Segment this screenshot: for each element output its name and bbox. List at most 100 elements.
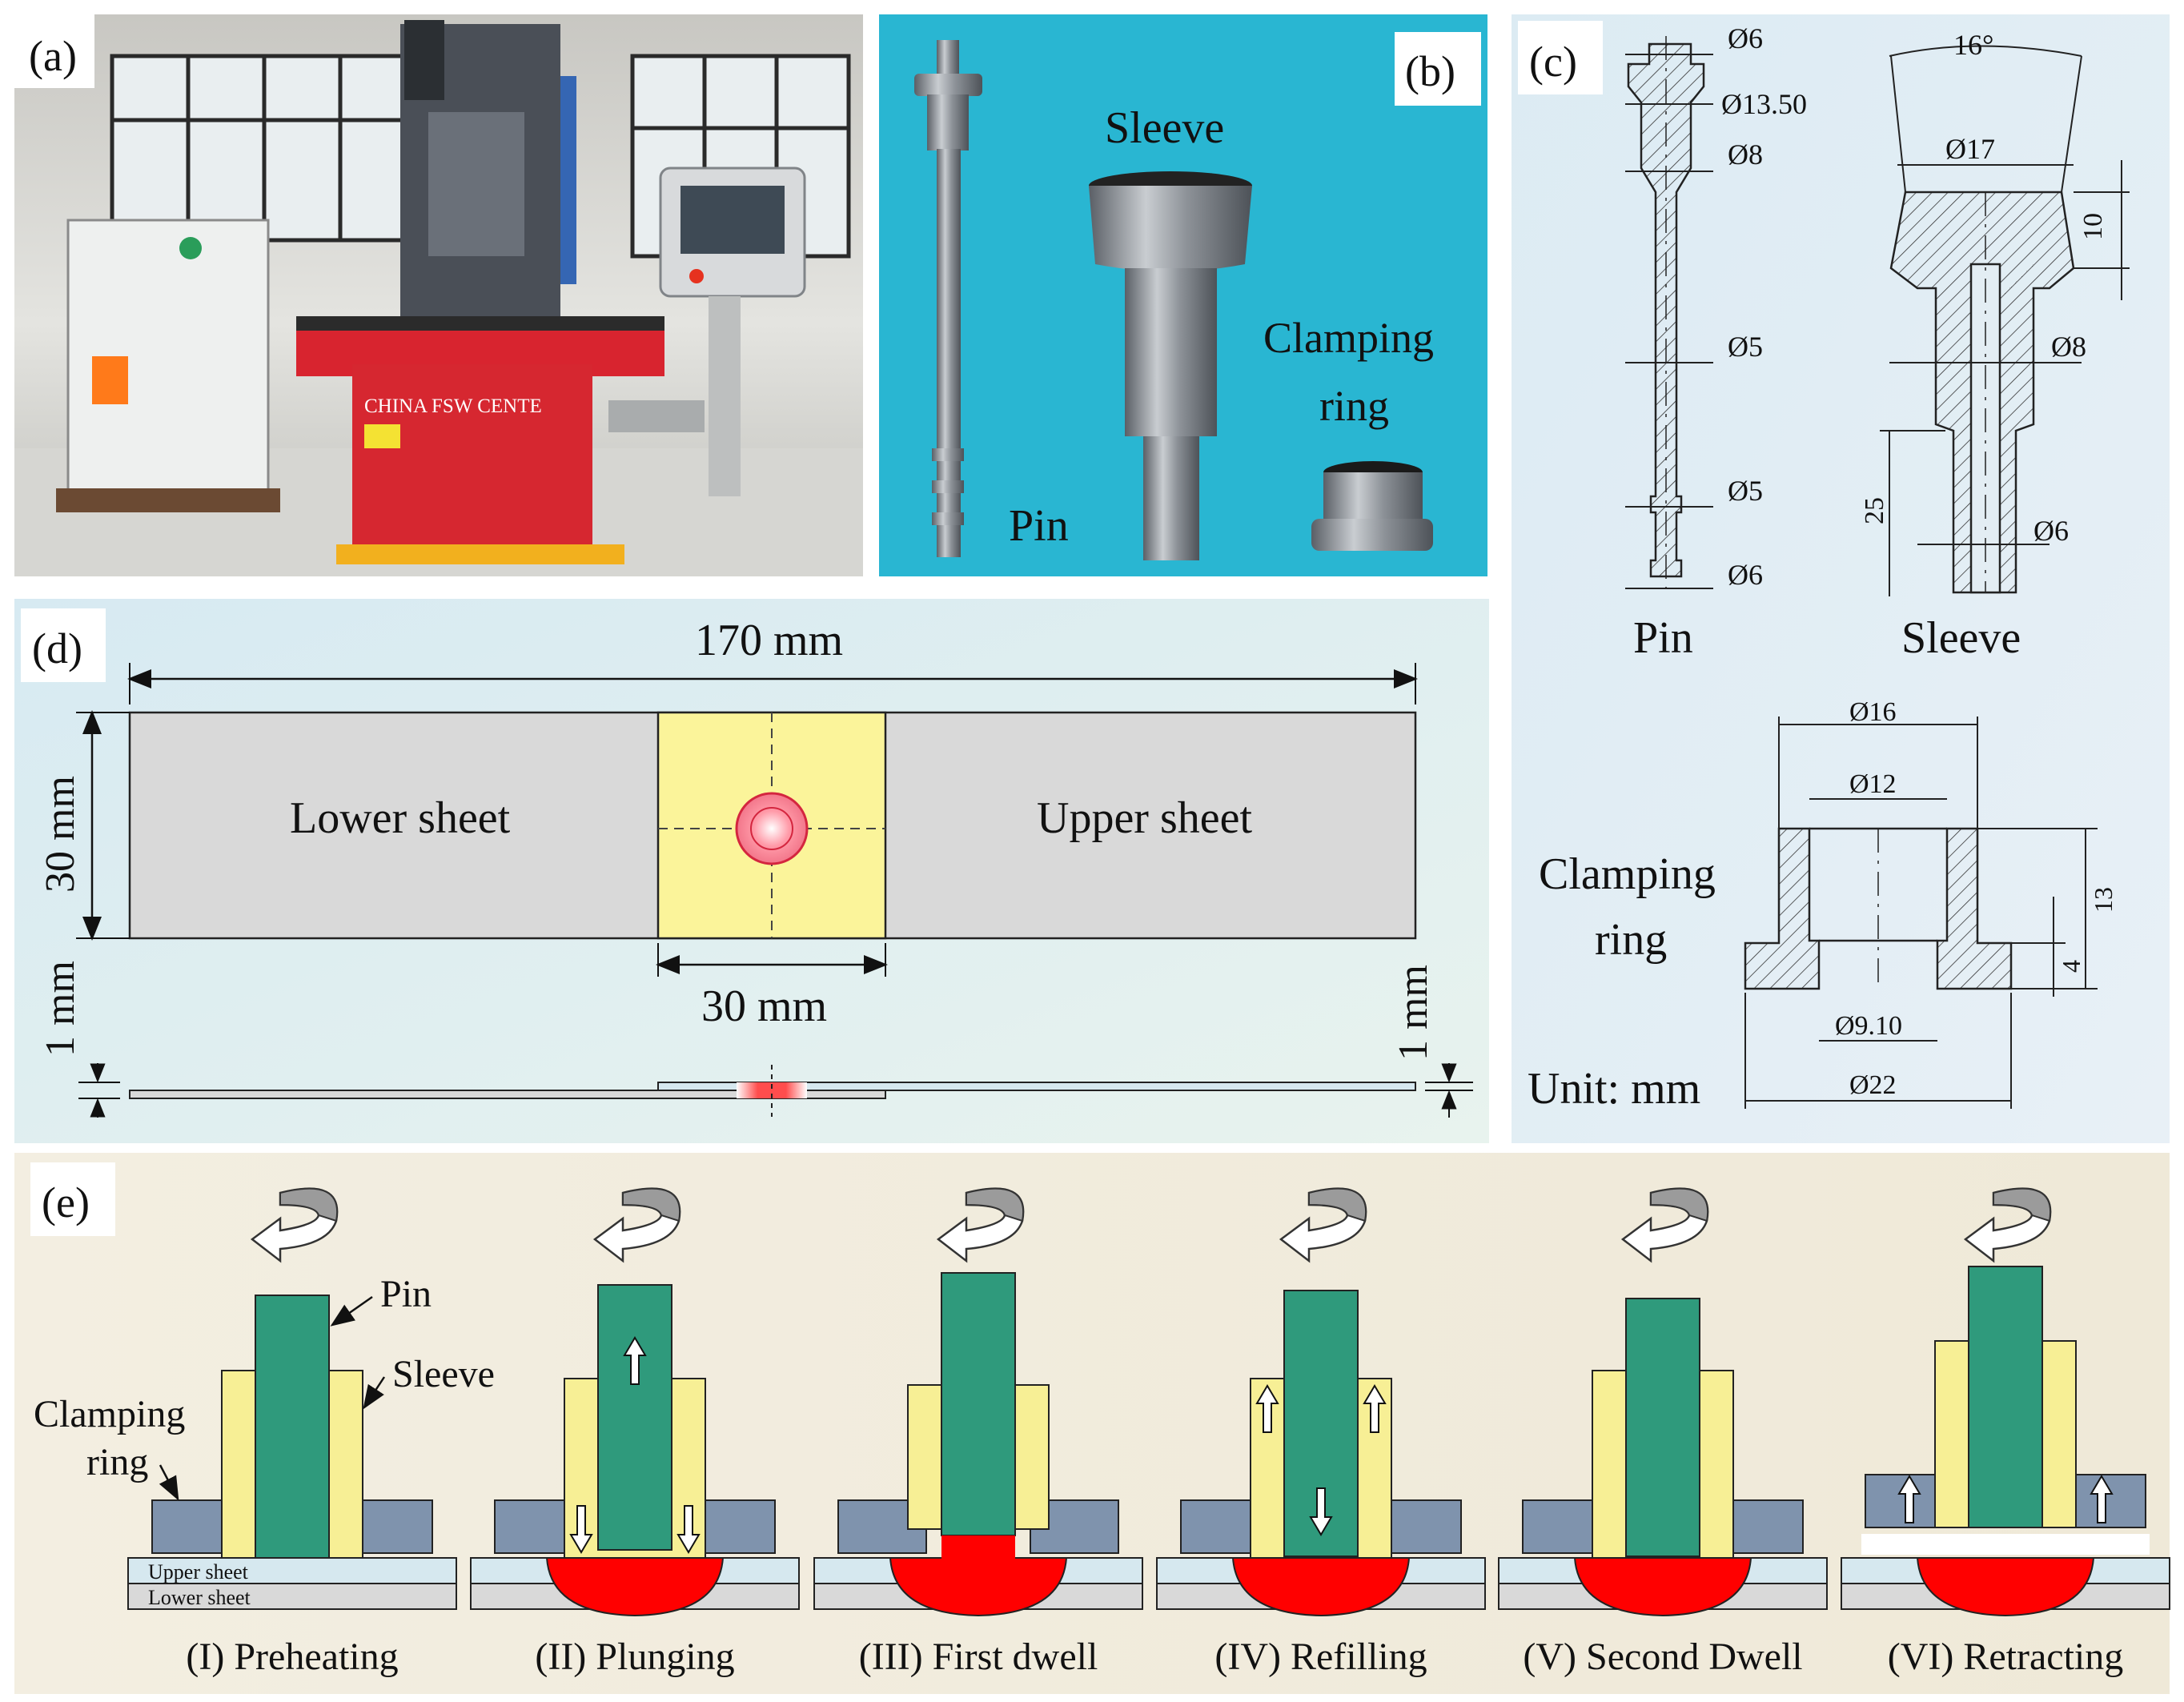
width-label: 30 mm	[38, 776, 83, 893]
callout-sleeve: Sleeve	[392, 1353, 495, 1395]
pin	[941, 1272, 1016, 1536]
machine-banner: CHINA FSW CENTE	[364, 395, 542, 417]
callout-clamping: Clamping	[34, 1393, 185, 1435]
rotation-arrow-shade	[279, 1187, 339, 1222]
label-sleeve: Sleeve	[1105, 103, 1224, 153]
ring-dim-5: Ø22	[1849, 1070, 1897, 1100]
weld-zone	[1573, 1557, 1752, 1617]
sleeve-up-arrow-right	[1363, 1384, 1387, 1433]
stage-caption: (IV) Refilling	[1214, 1636, 1427, 1678]
pin-drawing	[1627, 36, 1705, 588]
ring-caption-1: Clamping	[1539, 849, 1716, 899]
weld-spot	[735, 792, 809, 865]
panel-d-label: (d)	[32, 624, 82, 672]
stage-caption: (III) First dwell	[859, 1636, 1098, 1678]
sleeve-down-arrow-right	[676, 1505, 701, 1554]
sleeve-dim-2: 10	[2078, 213, 2108, 240]
pin-caption: Pin	[1633, 613, 1693, 663]
weld-zone	[1916, 1557, 2095, 1617]
upper-sheet-label: Upper sheet	[1037, 793, 1252, 843]
upper-sheet	[127, 1557, 457, 1584]
pin-dim-5: Ø6	[1728, 559, 1763, 591]
rotation-arrow-shade	[1308, 1187, 1367, 1222]
sleeve-dim-1: Ø17	[1945, 133, 1995, 165]
rotation-arrow-shade	[966, 1187, 1025, 1222]
sleeve-dimensions	[1880, 45, 2130, 596]
pin	[255, 1295, 330, 1559]
sleeve-dim-4: 25	[1860, 497, 1889, 524]
stage-caption: (V) Second Dwell	[1523, 1636, 1802, 1678]
thickness-right: 1 mm	[1391, 965, 1436, 1061]
lower-sheet	[127, 1583, 457, 1610]
thickness-left: 1 mm	[38, 961, 83, 1057]
label-pin: Pin	[1009, 501, 1069, 551]
lower-sheet-label: Lower sheet	[290, 793, 511, 843]
stage-caption: (II) Plunging	[535, 1636, 734, 1678]
stage-4: (IV) Refilling	[1156, 1290, 1486, 1678]
sleeve-dim-0: 16°	[1953, 29, 1993, 61]
weld-under-pin	[941, 1535, 1015, 1559]
panel-e-process: (e) (I) Preheating (II) Plunging (III) Fir…	[14, 1153, 2170, 1694]
thickness-marks	[78, 1063, 1473, 1118]
panel-b-photo: (a) (b) Sleeve Clamping ring Pin	[879, 14, 1487, 576]
pin-dim-4: Ø5	[1728, 475, 1763, 507]
rotation-arrow-shade	[1993, 1187, 2052, 1222]
pin-dim-2: Ø8	[1728, 138, 1763, 171]
pin-dim-1: Ø13.50	[1721, 88, 1807, 120]
ring-up-arrow-right	[2090, 1475, 2114, 1523]
pin-dimensions	[1625, 54, 1713, 589]
stage-caption: (I) Preheating	[186, 1636, 398, 1678]
panel-c-label: (c)	[1529, 38, 1577, 86]
label-clamping: Clamping	[1263, 314, 1434, 362]
panel-e-label: (e)	[42, 1178, 90, 1226]
panel-d-specimen: (d) 170 mm Lower sheet Upper sheet 30 mm…	[14, 599, 1489, 1143]
pin-dim-0: Ø6	[1728, 22, 1763, 54]
sleeve-caption: Sleeve	[1901, 613, 2021, 663]
side-view	[129, 1065, 1416, 1117]
gap	[1861, 1534, 2150, 1555]
pin-photo	[914, 40, 982, 557]
stage-6: (VI) Retracting	[1841, 1266, 2170, 1678]
sleeve-dim-3: Ø8	[2051, 331, 2086, 363]
pin-dim-3: Ø5	[1728, 331, 1763, 363]
ring-dim-4: Ø9.10	[1835, 1011, 1902, 1041]
rotation-arrow-shade	[622, 1187, 681, 1222]
sleeve-photo	[1089, 171, 1252, 560]
stage-diagrams: (I) Preheating (II) Plunging (III) First d…	[127, 1187, 2170, 1678]
clamping-ring-photo	[1311, 461, 1433, 551]
sleeve-drawing	[1889, 191, 2075, 594]
stage-caption: (VI) Retracting	[1888, 1636, 2124, 1678]
unit-label: Unit: mm	[1528, 1064, 1700, 1114]
length-label: 170 mm	[695, 616, 843, 665]
ring-dim-3: 4	[2057, 960, 2086, 973]
label-ring: ring	[1319, 382, 1389, 430]
panel-a-photo: CHINA FSW CENTE (a)	[14, 14, 863, 576]
panel-b-label-text: (b)	[1405, 47, 1455, 95]
pin-down-arrow	[1309, 1487, 1333, 1536]
stage-5: (V) Second Dwell	[1498, 1298, 1828, 1678]
ring-up-arrow-left	[1897, 1475, 1921, 1523]
ring-dim-2: 13	[2089, 887, 2118, 913]
ring-drawing	[1744, 827, 2013, 990]
pin	[1625, 1298, 1700, 1557]
ring-dimensions	[1744, 717, 2098, 1109]
stage-1: (I) Preheating	[127, 1295, 457, 1678]
ring-caption-2: ring	[1595, 915, 1667, 965]
panel-c-drawings: (c) Ø6 Ø13.50 Ø8 Ø5 Ø5 Ø6 Pin	[1512, 14, 2170, 1143]
pin-up-arrow	[623, 1336, 647, 1385]
weld-zone	[545, 1557, 725, 1617]
callout-ring: ring	[86, 1441, 148, 1483]
overlap-label: 30 mm	[701, 981, 827, 1031]
callout-pin: Pin	[380, 1273, 432, 1315]
panel-a-label: (a)	[29, 32, 77, 80]
weld-zone	[1231, 1557, 1411, 1617]
stage1-lower-sheet-label: Lower sheet	[148, 1586, 251, 1609]
sleeve-dim-5: Ø6	[2033, 515, 2069, 547]
stage1-upper-sheet-label: Upper sheet	[148, 1560, 249, 1584]
pin	[1968, 1266, 2043, 1528]
sleeve-up-arrow-left	[1255, 1384, 1279, 1433]
rotation-arrow-shade	[1650, 1187, 1709, 1222]
ring-dim-0: Ø16	[1849, 697, 1897, 727]
